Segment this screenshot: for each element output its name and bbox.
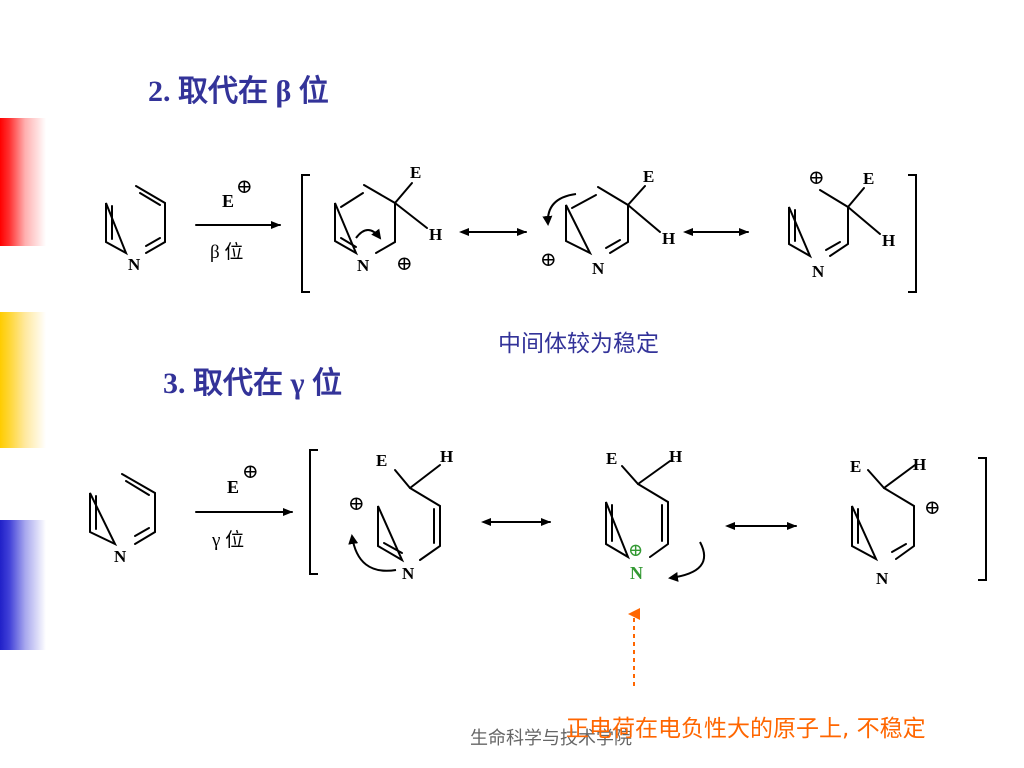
curved-arrow bbox=[542, 193, 577, 226]
atom-e: E bbox=[376, 451, 387, 470]
atom-n: N bbox=[592, 259, 605, 278]
atom-e: E bbox=[850, 457, 861, 476]
plus-icon: ⊕ bbox=[924, 497, 941, 519]
plus-icon: ⊕ bbox=[540, 249, 557, 271]
atom-e: E bbox=[863, 169, 874, 188]
sigma-complex-gamma-1: N E H ⊕ bbox=[348, 447, 453, 583]
atom-h: H bbox=[662, 229, 675, 248]
plus-icon: ⊕ bbox=[396, 253, 413, 275]
pyridine-beta: N bbox=[105, 185, 166, 274]
atom-h: H bbox=[882, 231, 895, 250]
atom-n: N bbox=[402, 564, 415, 583]
decorative-bar-blue bbox=[0, 520, 46, 650]
plus-icon: ⊕ bbox=[808, 167, 825, 189]
atom-n: N bbox=[876, 569, 889, 588]
plus-icon: ⊕ bbox=[242, 461, 259, 483]
atom-h: H bbox=[429, 225, 442, 244]
bracket-left-gamma bbox=[309, 449, 318, 575]
atom-n: N bbox=[114, 547, 127, 566]
atom-e: E bbox=[606, 449, 617, 468]
bracket-right-beta bbox=[908, 174, 917, 293]
beta-condition: β 位 bbox=[210, 241, 243, 263]
sigma-complex-beta-3: N E H ⊕ bbox=[788, 167, 895, 281]
atom-e: E bbox=[410, 163, 421, 182]
atom-h: H bbox=[913, 455, 926, 474]
heading-beta-substitution: 2. 取代在 β 位 bbox=[148, 75, 329, 108]
reagent-electrophile: E bbox=[222, 191, 234, 211]
sigma-complex-beta-1: N E H ⊕ bbox=[334, 163, 442, 275]
decorative-bar-red bbox=[0, 118, 46, 246]
bracket-right-gamma bbox=[978, 457, 987, 581]
atom-n: N bbox=[128, 255, 141, 274]
plus-icon: ⊕ bbox=[348, 493, 365, 515]
curved-arrow bbox=[668, 541, 706, 582]
curved-arrow bbox=[355, 228, 382, 240]
gamma-condition: γ 位 bbox=[211, 529, 244, 551]
reagent-arrow-gamma: E ⊕ γ 位 bbox=[195, 461, 293, 551]
heading-gamma-substitution: 3. 取代在 γ 位 bbox=[163, 367, 343, 400]
atom-h: H bbox=[440, 447, 453, 466]
note-intermediate-stable: 中间体较为稳定 bbox=[498, 331, 659, 357]
atom-n-positive: N bbox=[630, 563, 643, 583]
atom-e: E bbox=[643, 167, 654, 186]
atom-n: N bbox=[812, 262, 825, 281]
atom-n: N bbox=[357, 256, 370, 275]
sigma-complex-beta-2: N E H ⊕ bbox=[540, 167, 675, 278]
bracket-left-beta bbox=[301, 174, 310, 293]
decorative-bar-yellow bbox=[0, 312, 46, 448]
sigma-complex-gamma-3: N E H ⊕ bbox=[850, 455, 941, 588]
plus-icon: ⊕ bbox=[236, 176, 253, 198]
atom-h: H bbox=[669, 447, 682, 466]
reagent-arrow-beta: E ⊕ β 位 bbox=[195, 176, 281, 263]
note-positive-charge-unstable: 正电荷在电负性大的原子上, 不稳定 bbox=[566, 716, 926, 742]
plus-icon-highlight: ⊕ bbox=[628, 540, 643, 560]
curved-arrow bbox=[348, 534, 397, 572]
sigma-complex-gamma-2: N ⊕ E H bbox=[605, 447, 706, 583]
reagent-electrophile: E bbox=[227, 477, 239, 497]
footer-institution: 生命科学与技术学院 bbox=[470, 728, 632, 749]
pyridine-gamma: N bbox=[89, 473, 156, 566]
